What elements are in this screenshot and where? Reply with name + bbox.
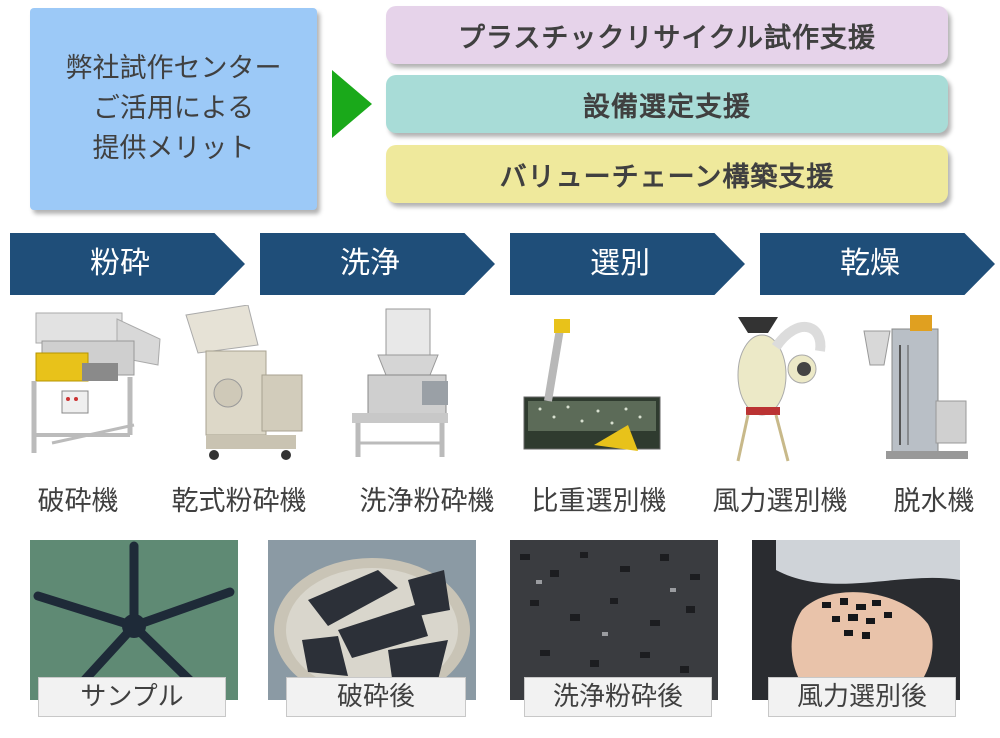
dry-pulverizer-image [178,305,308,465]
intro-line-1: 弊社試作センター [65,53,282,84]
process-step-drying: 乾燥 [760,233,995,295]
sample-photo-air-separated [752,540,960,700]
dewatering-machine-image [860,305,970,465]
sample-photo-crushed [268,540,476,700]
sample-photo-washed [510,540,718,700]
process-step-washing: 洗浄 [260,233,495,295]
machine-label-gravity-separator: 比重選別機 [531,486,667,517]
intro-line-3: 提供メリット [92,133,255,164]
gravity-separator-image [520,305,665,465]
machine-label-crusher: 破砕機 [37,486,119,517]
caption-washed: 洗浄粉砕後 [524,677,712,717]
machine-label-air-separator: 風力選別機 [712,486,848,517]
machine-label-dewatering: 脱水機 [893,486,975,517]
intro-line-2: ご活用による [92,93,255,124]
sample-photo-original [30,540,238,700]
washing-pulverizer-image [338,305,458,465]
process-step-crushing: 粉砕 [10,233,245,295]
machine-label-dry-pulverizer: 乾式粉砕機 [171,486,307,517]
right-arrow-icon [332,70,372,138]
intro-box: 弊社試作センター ご活用による 提供メリット [30,8,317,210]
support-plastic-recycling: プラスチックリサイクル試作支援 [386,6,948,64]
crusher-image [22,305,162,465]
support-equipment-selection: 設備選定支援 [386,75,948,133]
caption-crushed: 破砕後 [286,677,466,717]
process-step-sorting: 選別 [510,233,745,295]
air-separator-image [728,305,828,465]
caption-air-separated: 風力選別後 [768,677,956,717]
support-value-chain: バリューチェーン構築支援 [386,145,948,203]
caption-sample: サンプル [38,677,226,717]
machine-label-washing-pulverizer: 洗浄粉砕機 [359,486,495,517]
